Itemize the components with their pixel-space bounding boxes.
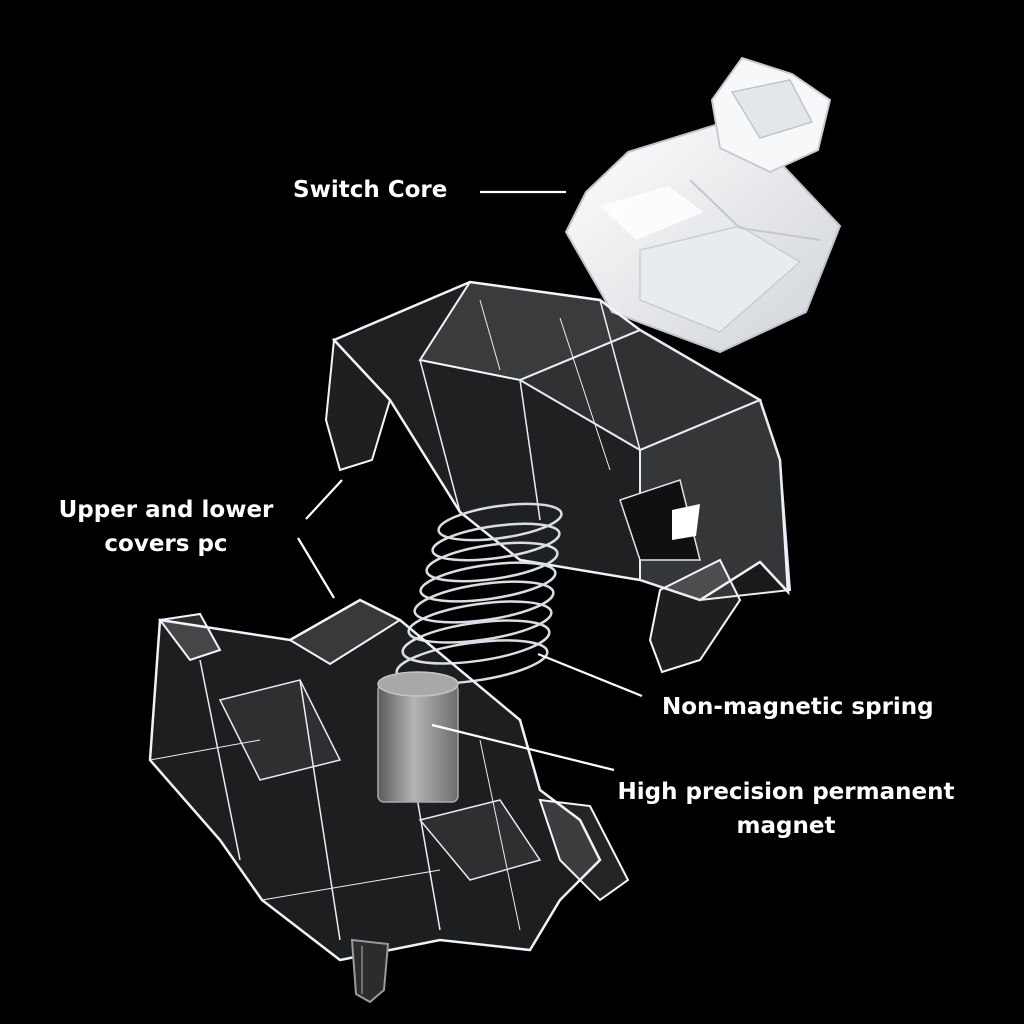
switch-core-label: Switch Core <box>293 177 448 203</box>
magnet-label: High precision permanent magnet <box>617 779 955 839</box>
covers-callout-lower <box>297 537 335 599</box>
permanent-magnet <box>377 671 459 803</box>
lower-cover <box>148 598 630 962</box>
spring-callout <box>537 652 643 698</box>
covers-label: Upper and lower covers pc <box>58 497 274 557</box>
upper-cover <box>324 280 792 674</box>
bottom-pin <box>350 938 390 1004</box>
spring-label: Non-magnetic spring <box>662 694 934 720</box>
switch-core-stem <box>564 56 842 354</box>
magnet-callout <box>431 723 615 772</box>
covers-callout-upper <box>305 479 343 520</box>
